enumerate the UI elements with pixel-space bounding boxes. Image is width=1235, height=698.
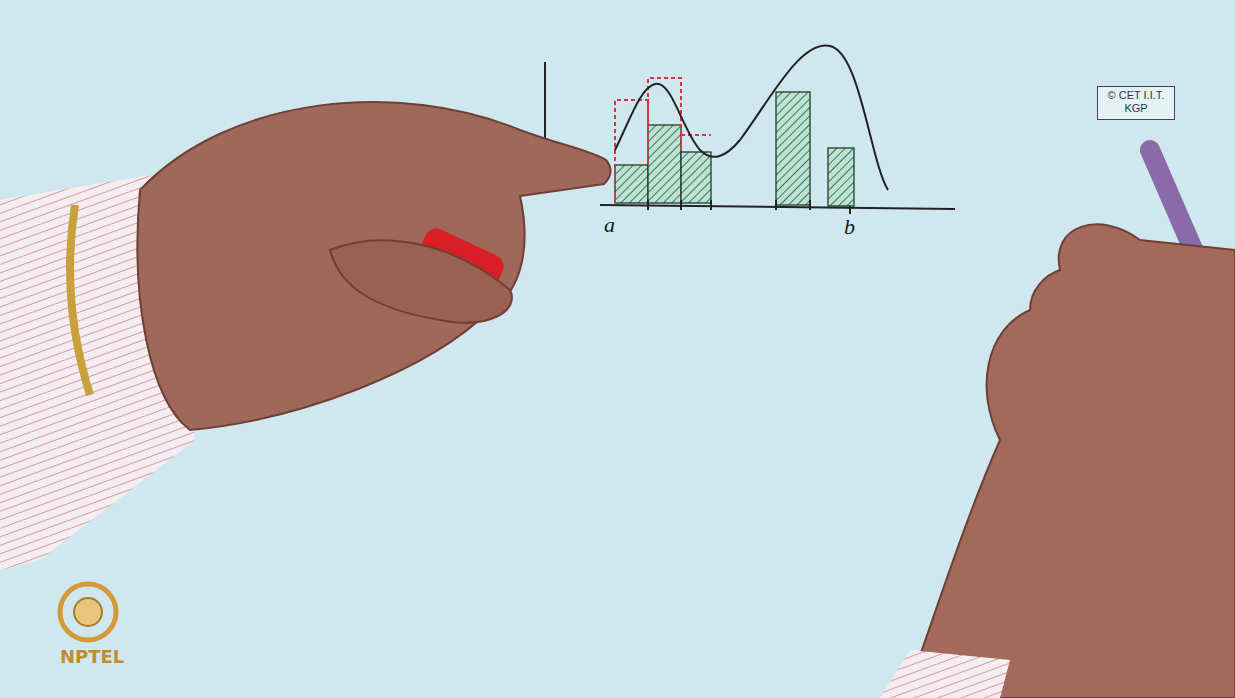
watermark-box: © CET I.I.T. KGP xyxy=(1097,86,1175,120)
upper-box xyxy=(648,78,681,152)
logo-text: NPTEL xyxy=(60,646,124,667)
logo-ring xyxy=(60,584,116,640)
tick-marks xyxy=(648,200,850,214)
watermark-text: © CET I.I.T. KGP xyxy=(1102,89,1170,114)
right-sleeve xyxy=(880,650,1010,698)
strip xyxy=(776,92,810,205)
right-hand xyxy=(905,224,1235,698)
left-hand xyxy=(137,102,610,430)
riemann-strips xyxy=(615,92,854,206)
upper-sum-boxes xyxy=(615,78,711,203)
endpoint-label: b xyxy=(844,214,855,240)
logo-center xyxy=(74,598,102,626)
thumb xyxy=(330,240,512,322)
strip xyxy=(828,148,854,206)
strip xyxy=(681,152,711,203)
strip xyxy=(615,165,648,203)
strip xyxy=(648,125,681,203)
endpoint-label: a xyxy=(604,212,615,238)
upper-box xyxy=(681,134,711,136)
bracelet xyxy=(70,205,90,395)
function-curve xyxy=(615,46,888,190)
